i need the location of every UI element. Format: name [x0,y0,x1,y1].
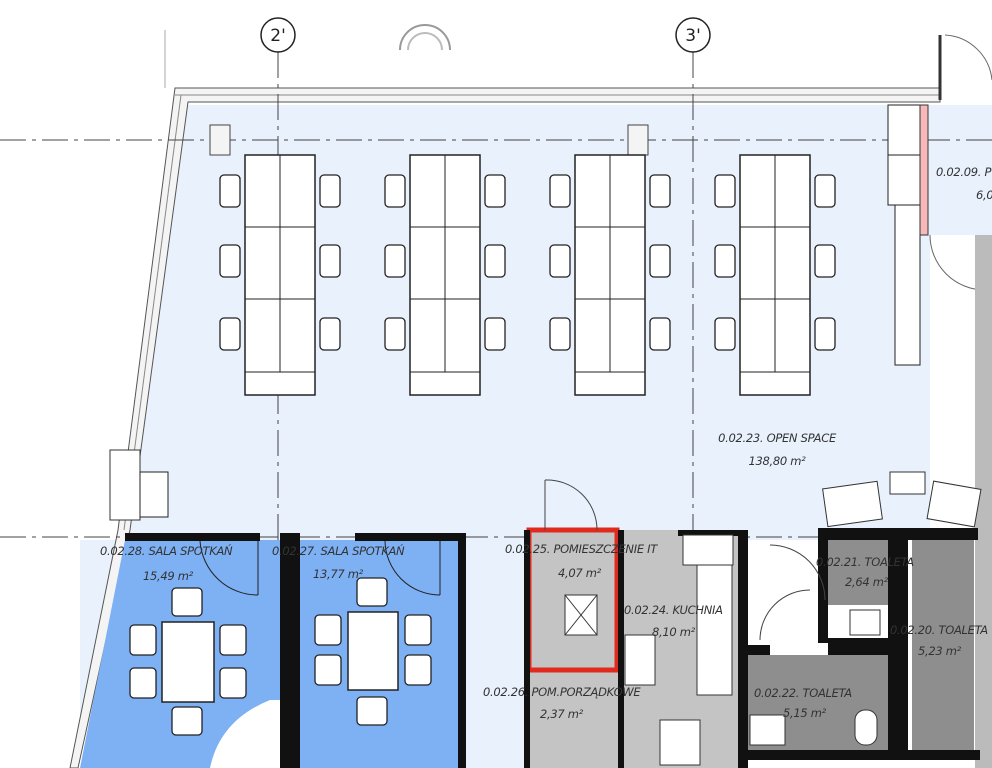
axis-label: 2' [270,26,286,46]
chair [549,244,571,278]
chair [549,317,571,351]
desk-clusters [219,154,836,396]
chair [549,174,571,208]
chair [814,317,836,351]
room-name-sala-27: 0.02.27. SALA SPOTKAŃ [272,543,405,558]
room-name-0209: 0.02.09. P [936,165,992,179]
axis-marker-2: 2' [260,17,296,53]
chair [714,174,736,208]
chair [814,244,836,278]
room-area-sala-28: 15,49 m² [143,569,194,583]
chair [314,614,342,646]
chair [171,587,203,617]
chair [384,244,406,278]
room-name-it: 0.02.25. POMIESZCZENIE IT [505,542,658,556]
chair [649,317,671,351]
room-area-toilet-20: 5,23 m² [918,644,962,658]
chair [714,317,736,351]
chair [649,174,671,208]
chair [484,317,506,351]
chair [484,244,506,278]
meeting-table [161,621,215,703]
room-name-cleaning: 0.02.26. POM.PORZĄDKOWE [483,685,641,699]
chair [356,696,388,726]
room-name-kitchen: 0.02.24. KUCHNIA [624,603,723,617]
chair [384,174,406,208]
room-area-sala-27: 13,77 m² [313,567,364,581]
room-name-sala-28: 0.02.28. SALA SPOTKAŃ [100,543,233,558]
chair [319,317,341,351]
room-name-toilet-22: 0.02.22. TOALETA [754,686,852,700]
chair [219,174,241,208]
room-area-0209: 6,0 [976,188,992,202]
chair [219,667,247,699]
chair [171,706,203,736]
room-area-cleaning: 2,37 m² [540,707,584,721]
room-area-kitchen: 8,10 m² [652,625,696,639]
axis-label: 3' [685,26,701,46]
room-name-open-space: 0.02.23. OPEN SPACE [718,431,837,445]
room-area-toilet-22: 5,15 m² [783,706,827,720]
toilet-20[interactable] [912,540,974,750]
chair [649,244,671,278]
room-name-toilet-21: 0.02.21. TOALETA [816,555,914,569]
chair [129,624,157,656]
room-area-open-space: 138,80 m² [748,454,806,468]
chair [219,624,247,656]
room-name-toilet-20: 0.02.20. TOALETA [890,623,988,637]
meeting-table [347,611,399,691]
chair [404,654,432,686]
chair [219,244,241,278]
cleaning-room[interactable] [527,670,622,768]
chair [814,174,836,208]
chair [219,317,241,351]
chair [314,654,342,686]
chair [129,667,157,699]
axis-marker-3: 3' [675,17,711,53]
chair [356,577,388,607]
chair [714,244,736,278]
chair [484,174,506,208]
meeting-furniture [129,577,432,736]
room-area-it: 4,07 m² [558,566,602,580]
chair [319,244,341,278]
room-labels: 0.02.23. OPEN SPACE 138,80 m² 0.02.09. P… [100,165,992,721]
chair [319,174,341,208]
chair [384,317,406,351]
room-area-toilet-21: 2,64 m² [845,575,889,589]
chair [404,614,432,646]
